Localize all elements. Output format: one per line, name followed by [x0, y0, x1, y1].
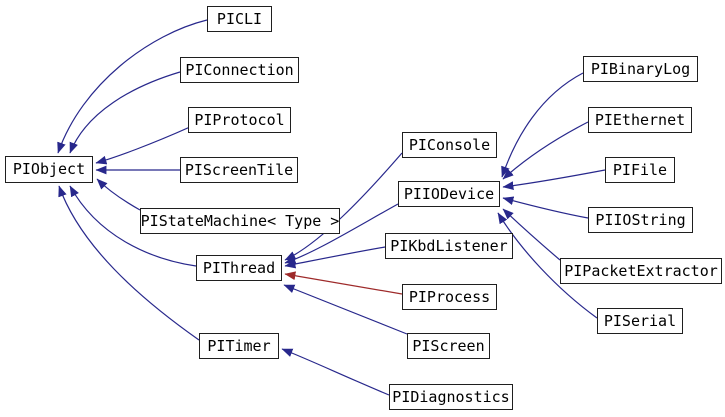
class-node-pistatemachine[interactable]: PIStateMachine< Type > [140, 208, 340, 234]
class-node-piiodevice[interactable]: PIIODevice [398, 181, 500, 207]
class-node-pibinarylog[interactable]: PIBinaryLog [583, 56, 698, 82]
class-node-pidiagnostics[interactable]: PIDiagnostics [389, 384, 513, 410]
inheritance-edge-pistatemachine-to-piobject [96, 178, 141, 211]
inheritance-edge-pifile-to-piiodevice [502, 169, 606, 191]
class-node-pitimer[interactable]: PITimer [199, 333, 279, 359]
class-node-pipacketextractor[interactable]: PIPacketExtractor [560, 258, 722, 284]
class-node-piconnection[interactable]: PIConnection [180, 57, 299, 83]
class-node-piprocess[interactable]: PIProcess [402, 284, 497, 310]
inheritance-edge-pibinarylog-to-piiodevice [501, 72, 584, 178]
class-node-piobject[interactable]: PIObject [5, 156, 93, 183]
class-node-piethernet[interactable]: PIEthernet [588, 107, 692, 133]
class-node-piserial[interactable]: PISerial [597, 308, 683, 334]
class-node-piconsole[interactable]: PIConsole [402, 132, 497, 158]
inheritance-edge-piconsole-to-pithread [284, 152, 403, 261]
inheritance-edge-piprotocol-to-piobject [95, 126, 191, 165]
inheritance-edge-piiostring-to-piiodevice [502, 196, 589, 219]
inheritance-edge-piethernet-to-piiodevice [502, 121, 589, 180]
class-node-pikbdlistener[interactable]: PIKbdListener [385, 233, 513, 259]
class-node-pithread[interactable]: PIThread [196, 255, 282, 281]
class-node-piscreen[interactable]: PIScreen [407, 333, 490, 359]
inheritance-edge-piprocess-to-pithread [284, 271, 403, 295]
inheritance-edge-piiodevice-to-pithread [284, 203, 399, 264]
class-node-piiostring[interactable]: PIIOString [588, 207, 693, 233]
inheritance-edge-picli-to-piobject [57, 19, 208, 154]
inheritance-edge-piscreen-to-pithread [283, 284, 408, 335]
inheritance-edge-pikbdlistener-to-pithread [284, 246, 386, 269]
class-node-piscreentile[interactable]: PIScreenTile [180, 157, 298, 183]
inheritance-edge-pitimer-to-piobject [58, 185, 200, 341]
inheritance-edge-piserial-to-piiodevice [497, 212, 598, 319]
class-node-pifile[interactable]: PIFile [605, 157, 675, 183]
class-node-piprotocol[interactable]: PIProtocol [188, 107, 291, 133]
inheritance-edge-pithread-to-piobject [69, 185, 197, 267]
class-node-picli[interactable]: PICLI [207, 6, 272, 32]
inheritance-edge-pidiagnostics-to-pitimer [281, 348, 390, 396]
inheritance-edge-pipacketextractor-to-piiodevice [502, 208, 561, 261]
inheritance-edge-piconnection-to-piobject [69, 71, 181, 154]
